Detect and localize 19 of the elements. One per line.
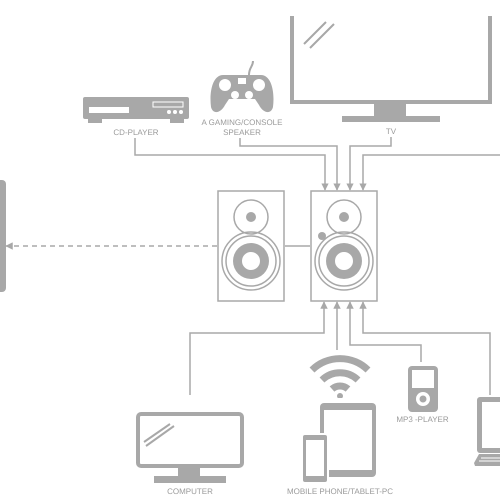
device-label: A GAMING/CONSOLE SPEAKER xyxy=(200,118,284,138)
connector-line xyxy=(285,245,310,247)
arrow xyxy=(346,301,422,362)
arrow xyxy=(5,242,217,250)
arrow xyxy=(239,138,341,191)
arrow xyxy=(359,154,500,191)
arrow xyxy=(189,301,328,395)
speaker-drawing xyxy=(217,190,285,302)
arrow xyxy=(333,301,341,350)
device-label: CD-PLAYER xyxy=(113,128,159,138)
wall-panel xyxy=(0,180,6,292)
device-label: TV xyxy=(386,127,396,137)
arrow xyxy=(134,138,329,191)
speaker-drawing xyxy=(310,190,378,302)
arrow xyxy=(346,137,392,191)
device-label: MP3 -PLAYER xyxy=(396,415,449,425)
device-label: COMPUTER xyxy=(167,487,213,497)
arrow xyxy=(359,301,491,395)
device-label: MOBILE PHONE/TABLET-PC xyxy=(286,487,394,497)
